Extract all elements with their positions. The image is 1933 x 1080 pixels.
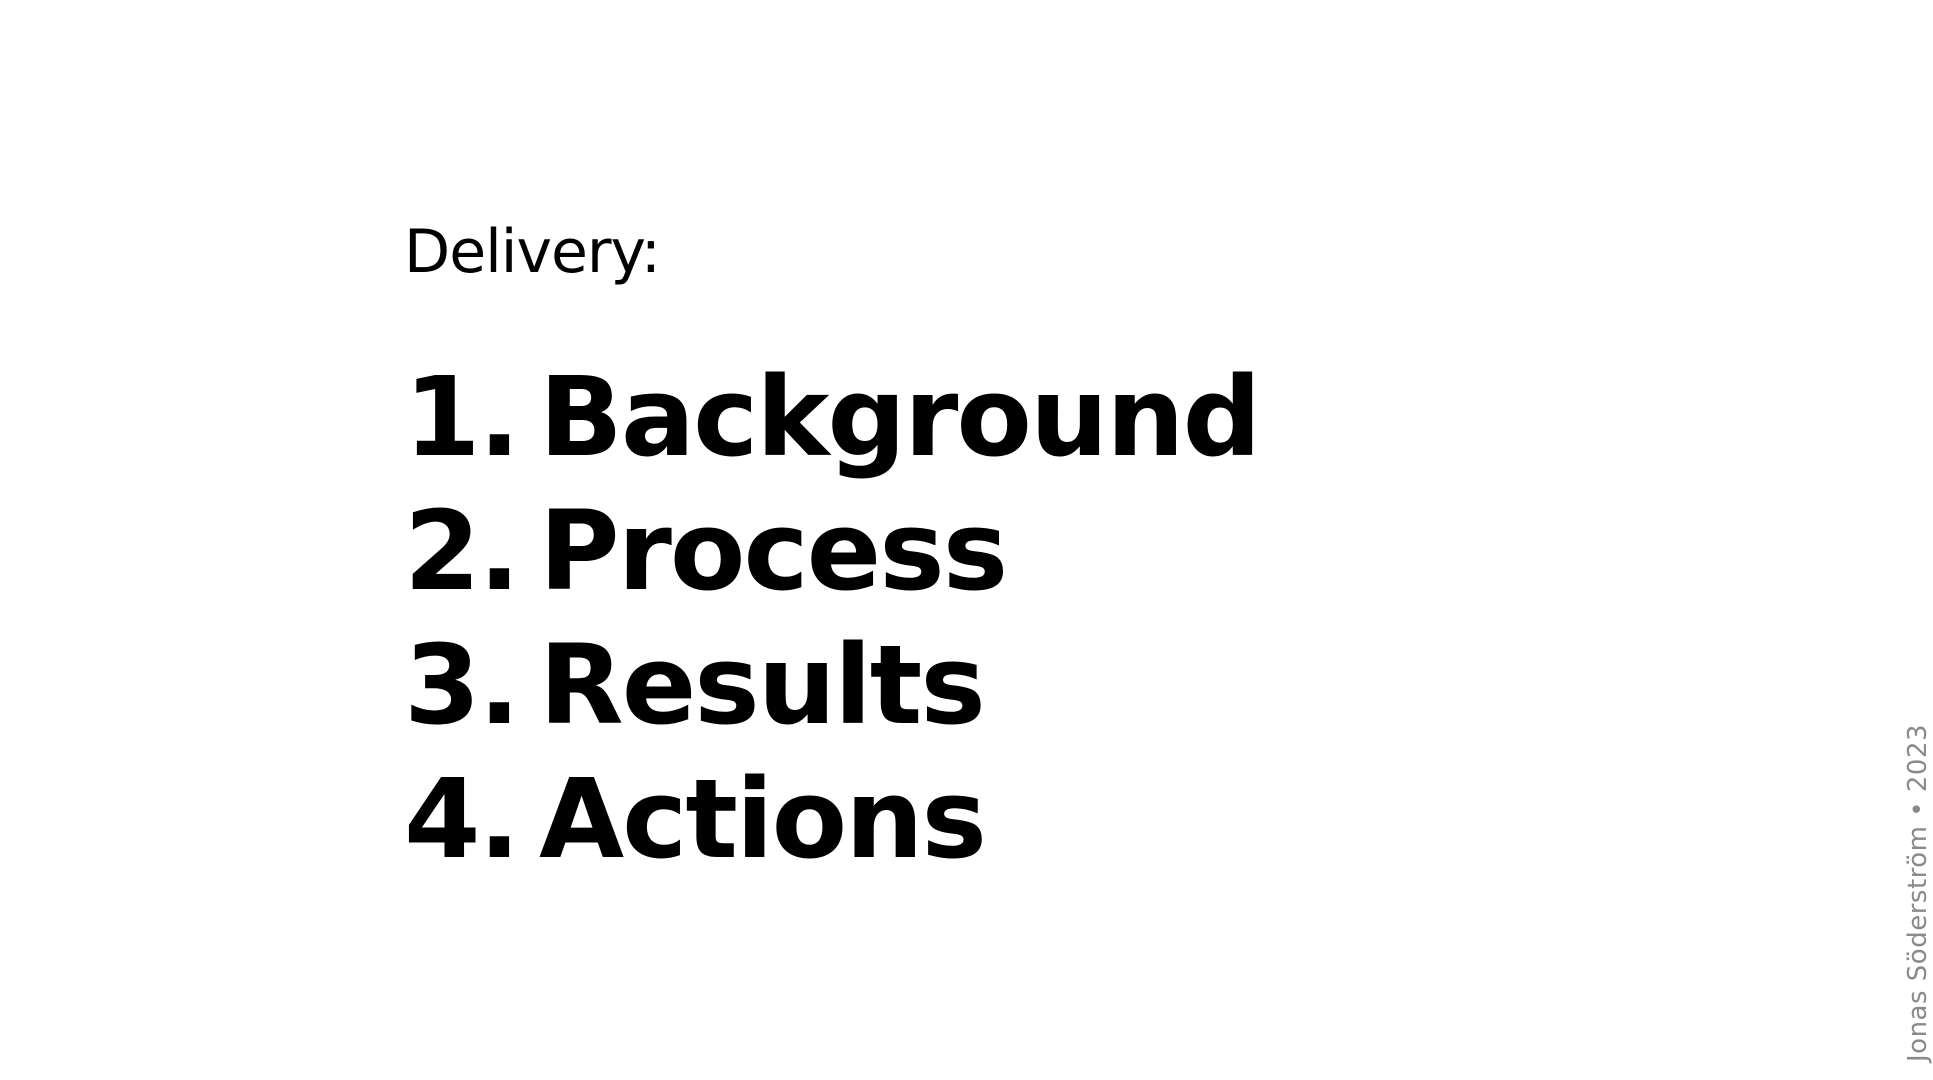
agenda-item-number: 2. [404,487,520,615]
author-credit: Jonas Söderström • 2023 [1903,723,1933,1062]
agenda-item-background: 1. Background [404,350,1261,484]
agenda-list: 1. Background 2. Process 3. Results 4. A… [404,350,1261,886]
agenda-item-process: 2. Process [404,484,1259,618]
agenda-item-number: 1. [404,353,520,481]
agenda-item-number: 4. [404,755,520,883]
agenda-item-label: Background [539,353,1261,481]
agenda-item-actions: 4. Actions [404,752,1259,886]
slide-heading: Delivery: [404,217,661,287]
agenda-item-label: Actions [539,755,987,883]
agenda-item-results: 3. Results [404,618,1259,752]
agenda-item-label: Process [539,487,1008,615]
agenda-item-number: 3. [404,621,520,749]
agenda-item-label: Results [539,621,986,749]
